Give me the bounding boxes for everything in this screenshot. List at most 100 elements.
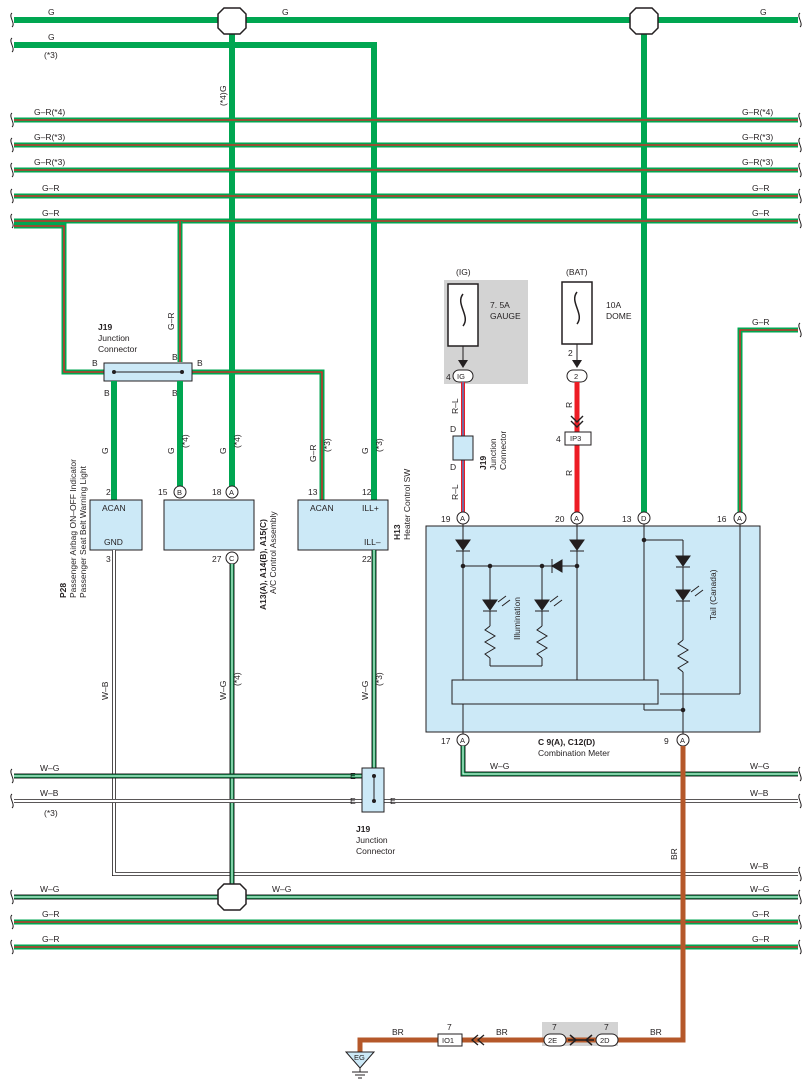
j19-top-id: J19 (98, 322, 112, 332)
j19-bottom-name2: Connector (356, 846, 395, 856)
meter-pin-19: 19 (441, 514, 451, 524)
h13-wire-gr: G–R (308, 445, 318, 462)
conn-2d (595, 1033, 619, 1047)
label-br-3: BR (650, 1027, 662, 1037)
ac-name: A/C Control Assembly (268, 511, 278, 594)
p28-name2: Passenger Seat Belt Warning Light (78, 465, 88, 598)
meter-pin-20: 20 (555, 514, 565, 524)
label-wb-left-mid: W–B (40, 788, 59, 798)
label-star3-mid: (*3) (44, 808, 58, 818)
dome-wire-r-1: R (564, 402, 574, 408)
j19-top-name2: Connector (98, 344, 137, 354)
h13-wire-star3-3: (*3) (374, 672, 384, 686)
j19-mid-id: J19 (478, 456, 488, 470)
gauge-wire-rl-1: R–L (450, 398, 460, 414)
j19-mid-name2: Connector (498, 431, 508, 470)
gauge-rating: 7. 5A (490, 300, 510, 310)
meter-ic-block (451, 679, 659, 705)
ac-conn-b (173, 485, 187, 499)
label-gr-right-meter: G–R (752, 317, 769, 327)
svg-text:A: A (460, 736, 465, 745)
io1-pin: 7 (447, 1022, 452, 1032)
conn-2e (543, 1033, 567, 1047)
dome-name: DOME (606, 311, 632, 321)
p28-pin-3: 3 (106, 554, 111, 564)
svg-text:A: A (229, 488, 234, 497)
ac-wire-star4-2: (*4) (232, 434, 242, 448)
ac-wire-g-1: G (166, 447, 176, 454)
j19-top-pin-b5: B (172, 388, 178, 398)
j19-top-connector (103, 362, 193, 382)
svg-text:C: C (229, 554, 235, 563)
label-g-top-left: G (48, 7, 55, 17)
gauge-supply: (IG) (456, 267, 471, 277)
ac-control-component (163, 499, 255, 551)
label-wg-mid-bottom: W–G (272, 884, 291, 894)
j19-top-pin-b1: B (92, 358, 98, 368)
svg-text:A: A (460, 514, 465, 523)
label-wg-meter-2: W–G (750, 761, 769, 771)
j19-top-name1: Junction (98, 333, 130, 343)
h13-wire-g: G (360, 447, 370, 454)
h13-term-acan: ACAN (310, 503, 334, 513)
ground-eg-icon (344, 1051, 376, 1069)
label-gr3-left-2: G–R(*3) (34, 157, 65, 167)
label-gr3-left-1: G–R(*3) (34, 132, 65, 142)
j19-bottom-id: J19 (356, 824, 370, 834)
h13-term-illm: ILL– (364, 537, 381, 547)
ac-wire-wg: W–G (218, 681, 228, 700)
splice-bottom (217, 883, 247, 911)
h13-pin-12: 12 (362, 487, 372, 497)
conn-io1 (437, 1033, 463, 1047)
j19-top-pin-b4: B (104, 388, 110, 398)
h13-term-illp: ILL+ (362, 503, 379, 513)
svg-text:A: A (574, 514, 579, 523)
label-g-top-mid: G (282, 7, 289, 17)
label-wg-right-bottom: W–G (750, 884, 769, 894)
svg-text:2E: 2E (548, 1036, 557, 1045)
meter-illumination: Illumination (512, 597, 522, 640)
j19-bottom-connector (361, 767, 385, 813)
label-gr-j19-vert: G–R (166, 313, 176, 330)
label-gr-left-2: G–R (42, 208, 59, 218)
meter-pin-9: 9 (664, 736, 669, 746)
ac-pin-27: 27 (212, 554, 222, 564)
label-g-vert: G (218, 85, 228, 92)
h13-wire-star3-2: (*3) (374, 438, 384, 452)
j19-bottom-name1: Junction (356, 835, 388, 845)
ac-wire-star4-1: (*4) (180, 434, 190, 448)
c2d-pin: 7 (604, 1022, 609, 1032)
ac-id: A13(A), A14(B), A15(C) (258, 519, 268, 610)
splice-top-1 (217, 7, 247, 35)
p28-pin-2: 2 (106, 487, 111, 497)
h13-pin-22: 22 (362, 554, 372, 564)
label-g-top-right: G (760, 7, 767, 17)
j19-bottom-pin-e2: E (350, 796, 356, 806)
label-wg-meter-1: W–G (490, 761, 509, 771)
dome-rating: 10A (606, 300, 621, 310)
ac-pin-15: 15 (158, 487, 168, 497)
svg-text:2: 2 (574, 372, 578, 381)
gauge-fuse-box (447, 283, 479, 347)
label-wb-right-low: W–B (750, 861, 769, 871)
wire-meter-wg (460, 746, 802, 782)
gauge-pin: 4 (446, 372, 451, 382)
p28-term-acan: ACAN (102, 503, 126, 513)
label-gr-right-b2: G–R (752, 934, 769, 944)
svg-text:A: A (680, 736, 685, 745)
bus-wg-mid (10, 768, 364, 784)
bus-gr-bottom (10, 914, 802, 955)
svg-text:IG: IG (457, 372, 465, 381)
meter-tail: Tail (Canada) (708, 569, 718, 620)
p28-term-gnd: GND (104, 537, 123, 547)
label-star4-vert: (*4) (218, 92, 228, 106)
svg-text:2D: 2D (600, 1036, 610, 1045)
j19-mid-pin-d1: D (450, 424, 456, 434)
ac-wire-g-2: G (218, 447, 228, 454)
label-wg-left-bottom: W–G (40, 884, 59, 894)
wire-gr-feeds (14, 221, 802, 512)
label-wg-left-mid: W–G (40, 763, 59, 773)
dome-fuse-box (561, 281, 593, 345)
label-g-second: G (48, 32, 55, 42)
